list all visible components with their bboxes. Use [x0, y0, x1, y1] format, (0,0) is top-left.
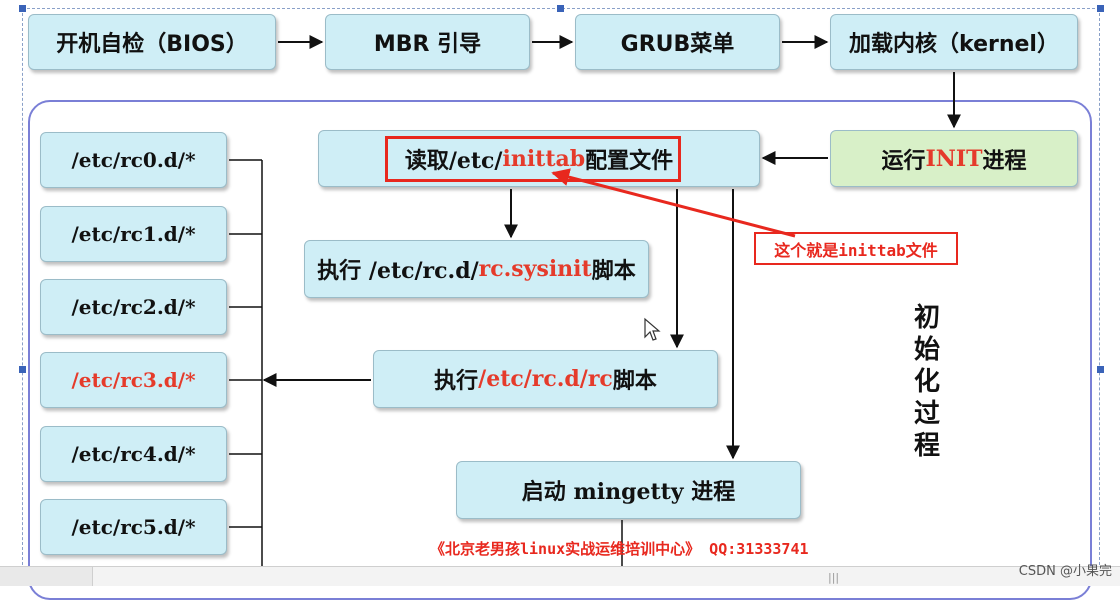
side-char: 始 [913, 335, 940, 365]
bios-label: 开机自检（BIOS） [56, 32, 248, 57]
resize-handle[interactable] [1097, 366, 1104, 373]
runlevel-rc0: /etc/rc0.d/* [40, 132, 227, 188]
bottom-scrollbar[interactable]: ||| [0, 566, 1120, 586]
run-init-prefix: 运行 [881, 148, 926, 174]
read-suffix: 配置文件 [585, 148, 674, 174]
side-char: 初 [913, 303, 940, 333]
mbr-box: MBR 引导 [325, 14, 530, 70]
resize-handle[interactable] [19, 366, 26, 373]
connector-lines [229, 35, 961, 585]
runlevel-rc2: /etc/rc2.d/* [40, 279, 227, 335]
resize-handle[interactable] [19, 5, 26, 12]
runlevel-rc1: /etc/rc1.d/* [40, 206, 227, 262]
mingetty-label: 启动 mingetty 进程 [521, 479, 736, 505]
side-label: 初 始 化 过 程 [912, 302, 942, 462]
mbr-label: MBR 引导 [373, 32, 482, 57]
runlevel-rc5: /etc/rc5.d/* [40, 499, 227, 555]
run-init-highlight: INIT [925, 145, 983, 172]
resize-handle[interactable] [557, 5, 564, 12]
read-highlight: inittab [502, 145, 586, 172]
side-char: 过 [913, 399, 940, 429]
scrollbar-grip-icon[interactable]: ||| [828, 571, 840, 584]
rc-prefix: 执行 [434, 369, 479, 394]
sysinit-highlight: rc.sysinit [478, 256, 592, 282]
runlevel-label: /etc/rc1.d/* [71, 222, 196, 246]
rc-script-box: 执行 /etc/rc.d/rc 脚本 [373, 350, 718, 408]
sysinit-suffix: 脚本 [591, 259, 636, 284]
bios-box: 开机自检（BIOS） [28, 14, 276, 70]
sysinit-prefix: 执行 /etc/rc.d/ [317, 258, 479, 284]
mouse-cursor-icon [644, 317, 661, 341]
grub-label: GRUB菜单 [620, 32, 735, 57]
run-init-suffix: 进程 [982, 148, 1027, 174]
read-prefix: 读取/etc/ [404, 147, 503, 174]
inittab-highlight-rect [385, 136, 681, 182]
kernel-box: 加载内核（kernel） [830, 14, 1078, 70]
grub-box: GRUB菜单 [575, 14, 780, 70]
rc-suffix: 脚本 [612, 369, 657, 394]
watermark: CSDN @小果完 [1018, 564, 1112, 579]
runlevel-label: /etc/rc4.d/* [71, 442, 196, 466]
runlevel-label: /etc/rc0.d/* [71, 148, 196, 172]
rc-highlight: /etc/rc.d/rc [478, 366, 613, 392]
scrollbar-track[interactable]: ||| [92, 567, 1120, 586]
sysinit-box: 执行 /etc/rc.d/ rc.sysinit 脚本 [304, 240, 649, 298]
runlevel-rc4: /etc/rc4.d/* [40, 426, 227, 482]
footer-credit: 《北京老男孩linux实战运维培训中心》 QQ:31333741 [430, 540, 809, 558]
runlevel-label: /etc/rc3.d/* [71, 368, 196, 392]
kernel-label: 加载内核（kernel） [849, 32, 1059, 57]
run-init-box: 运行 INIT 进程 [830, 130, 1078, 187]
runlevel-label: /etc/rc2.d/* [71, 295, 196, 319]
mingetty-box: 启动 mingetty 进程 [456, 461, 801, 519]
resize-handle[interactable] [1097, 5, 1104, 12]
side-char: 化 [913, 367, 940, 397]
side-char: 程 [913, 431, 940, 461]
annotation-arrow [551, 168, 796, 238]
read-inittab-box: 读取/etc/ inittab 配置文件 [318, 130, 760, 187]
runlevel-rc3: /etc/rc3.d/* [40, 352, 227, 408]
runlevel-label: /etc/rc5.d/* [71, 515, 196, 539]
inittab-annotation: 这个就是inittab文件 [754, 232, 958, 265]
